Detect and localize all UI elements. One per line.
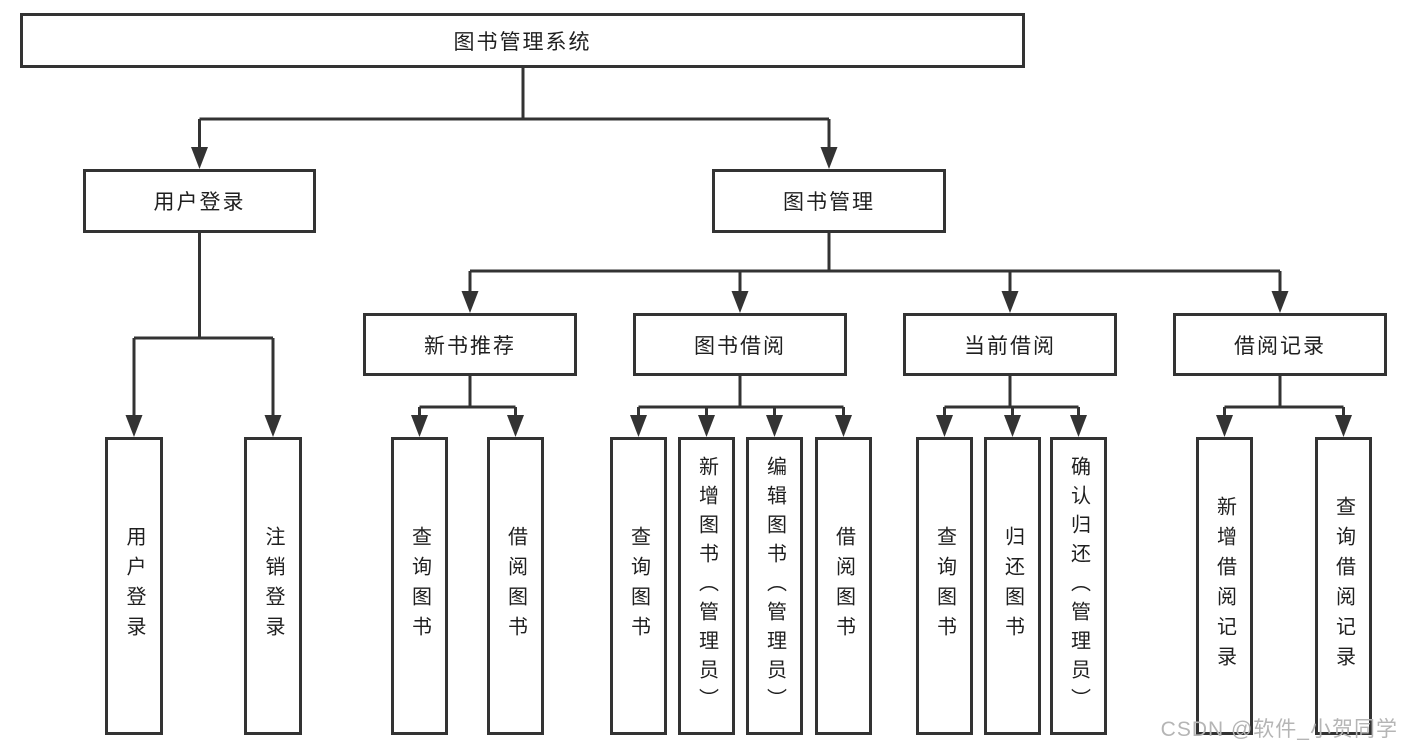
- leaf-return-books: 归还图书: [984, 437, 1041, 735]
- node-library-management-system: 图书管理系统: [20, 13, 1025, 68]
- node-current-borrowing: 当前借阅: [903, 313, 1117, 376]
- leaf-query-books-recommend: 查询图书: [391, 437, 448, 735]
- leaf-query-borrow-record: 查询借阅记录: [1315, 437, 1372, 735]
- node-borrowing-records: 借阅记录: [1173, 313, 1387, 376]
- leaf-add-borrow-record: 新增借阅记录: [1196, 437, 1253, 735]
- leaf-edit-books-admin: 编辑图书（管理员）: [746, 437, 803, 735]
- node-user-login: 用户登录: [83, 169, 316, 233]
- node-new-book-recommendation: 新书推荐: [363, 313, 577, 376]
- leaf-add-books-admin: 新增图书（管理员）: [678, 437, 735, 735]
- leaf-borrow-books: 借阅图书: [815, 437, 872, 735]
- leaf-borrow-books-recommend: 借阅图书: [487, 437, 544, 735]
- leaf-query-books-borrowing: 查询图书: [610, 437, 667, 735]
- csdn-watermark: CSDN @软件_小贺同学: [1160, 718, 1398, 741]
- arrowheads: [125, 147, 1352, 437]
- node-book-management: 图书管理: [712, 169, 946, 233]
- leaf-confirm-return-admin: 确认归还（管理员）: [1050, 437, 1107, 735]
- leaf-user-login: 用户登录: [105, 437, 163, 735]
- leaf-query-books-current: 查询图书: [916, 437, 973, 735]
- node-book-borrowing: 图书借阅: [633, 313, 847, 376]
- leaf-logout: 注销登录: [244, 437, 302, 735]
